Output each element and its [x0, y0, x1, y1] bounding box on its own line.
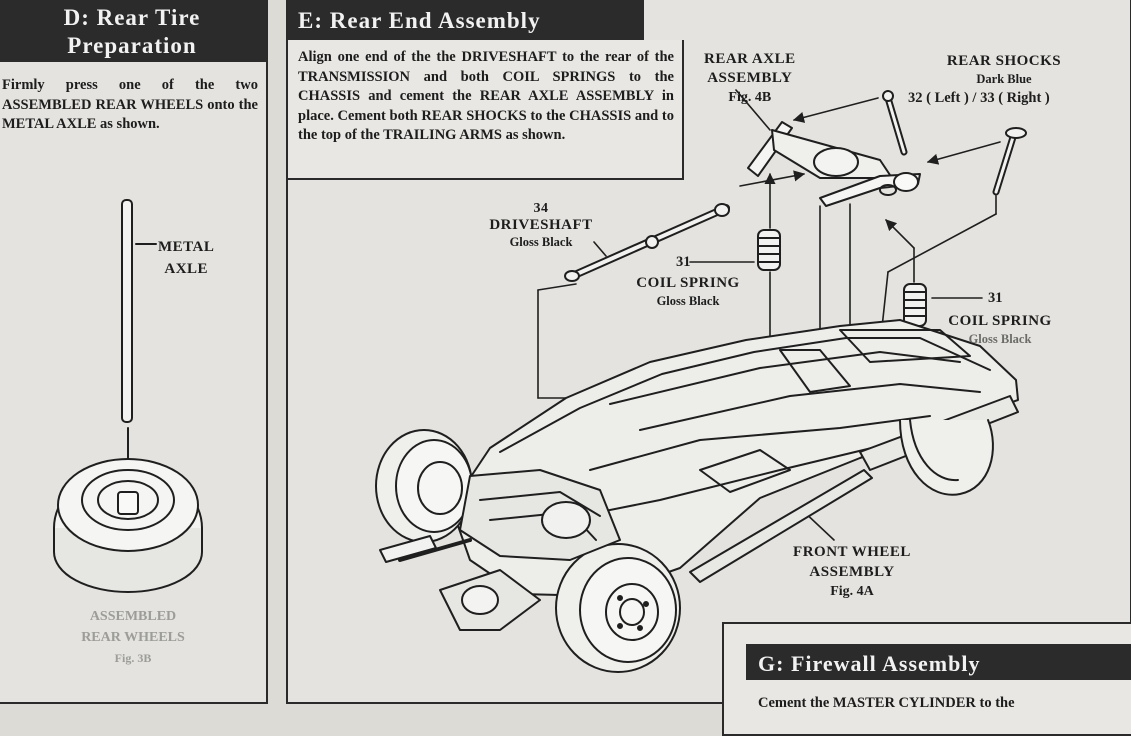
coil-spring-right-label: COIL SPRING Gloss Black	[930, 312, 1070, 348]
rear-shocks-label-color: Dark Blue	[976, 72, 1032, 86]
coil-spring-left-label: COIL SPRING Gloss Black	[618, 274, 758, 310]
coil-spring-right-name: COIL SPRING	[948, 313, 1052, 329]
metal-axle-label-line1: METAL	[158, 239, 215, 255]
front-wheel-label-fig: Fig. 4A	[830, 584, 874, 599]
coil-spring-right-number: 31	[988, 290, 1003, 306]
panel-d-title: D: Rear Tire Preparation	[0, 0, 266, 62]
metal-axle-label-line2: AXLE	[164, 261, 209, 277]
coil-spring-left-name: COIL SPRING	[636, 275, 740, 291]
front-wheel-label-line2: ASSEMBLY	[809, 564, 895, 580]
rear-shocks-label: REAR SHOCKS Dark Blue	[930, 52, 1078, 88]
coil-spring-left-number: 31	[676, 254, 691, 270]
panel-d: D: Rear Tire Preparation Firmly press on…	[0, 0, 268, 704]
driveshaft-color: Gloss Black	[509, 235, 573, 249]
rear-axle-label-fig: Fig. 4B	[728, 90, 772, 105]
panel-d-title-line2: Preparation	[67, 33, 197, 58]
rear-shock-right	[992, 127, 1027, 196]
coil-spring-left	[757, 229, 781, 271]
front-wheel-right	[555, 543, 681, 673]
rear-axle-assembly	[747, 121, 921, 207]
coil-spring-right	[903, 283, 927, 327]
metal-axle	[121, 199, 157, 494]
rear-axle-assembly-label: REAR AXLE ASSEMBLY Fig. 4B	[704, 50, 796, 107]
rear-axle-label-line1: REAR AXLE	[704, 51, 796, 67]
panel-g-title: G: Firewall Assembly	[746, 644, 1131, 680]
rear-shocks-label-title: REAR SHOCKS	[946, 53, 1062, 69]
panel-e-instruction-box	[288, 40, 684, 180]
rear-shock-left	[882, 90, 908, 156]
metal-axle-label: METAL AXLE	[158, 236, 214, 280]
rear-axle-label-line2: ASSEMBLY	[707, 70, 793, 86]
driveshaft-number: 34	[533, 201, 549, 216]
assembled-wheels-line1: ASSEMBLED	[89, 609, 177, 624]
driveshaft	[564, 203, 730, 282]
assembled-wheels-fig: Fig. 3B	[114, 651, 152, 665]
coil-spring-left-color: Gloss Black	[656, 294, 720, 308]
driveshaft-label: 34 DRIVESHAFT Gloss Black	[476, 200, 606, 251]
diagram-art	[53, 89, 1027, 673]
driveshaft-name: DRIVESHAFT	[489, 217, 593, 233]
rear-shocks-part-numbers: 32 ( Left ) / 33 ( Right )	[908, 90, 1050, 106]
panel-g-instructions: Cement the MASTER CYLINDER to the	[758, 695, 1015, 711]
assembled-wheels-label: ASSEMBLED REAR WHEELS Fig. 3B	[58, 606, 208, 669]
panel-e-title: E: Rear End Assembly	[288, 0, 644, 40]
front-wheel-assembly-label: FRONT WHEEL ASSEMBLY Fig. 4A	[774, 542, 930, 602]
coil-spring-right-color: Gloss Black	[968, 332, 1032, 346]
front-wheel-left	[375, 429, 473, 543]
assembled-wheels-line2: REAR WHEELS	[81, 630, 185, 645]
panel-d-instructions: Firmly press one of the two ASSEMBLED RE…	[2, 77, 258, 132]
assembled-rear-wheel	[53, 458, 203, 593]
panel-e-instructions: Align one end of the the DRIVESHAFT to t…	[298, 49, 674, 143]
rear-wheel-right	[899, 419, 994, 496]
front-suspension	[379, 469, 621, 631]
panel-d-title-line1: D: Rear Tire	[63, 5, 201, 30]
front-wheel-label-line1: FRONT WHEEL	[793, 544, 911, 560]
